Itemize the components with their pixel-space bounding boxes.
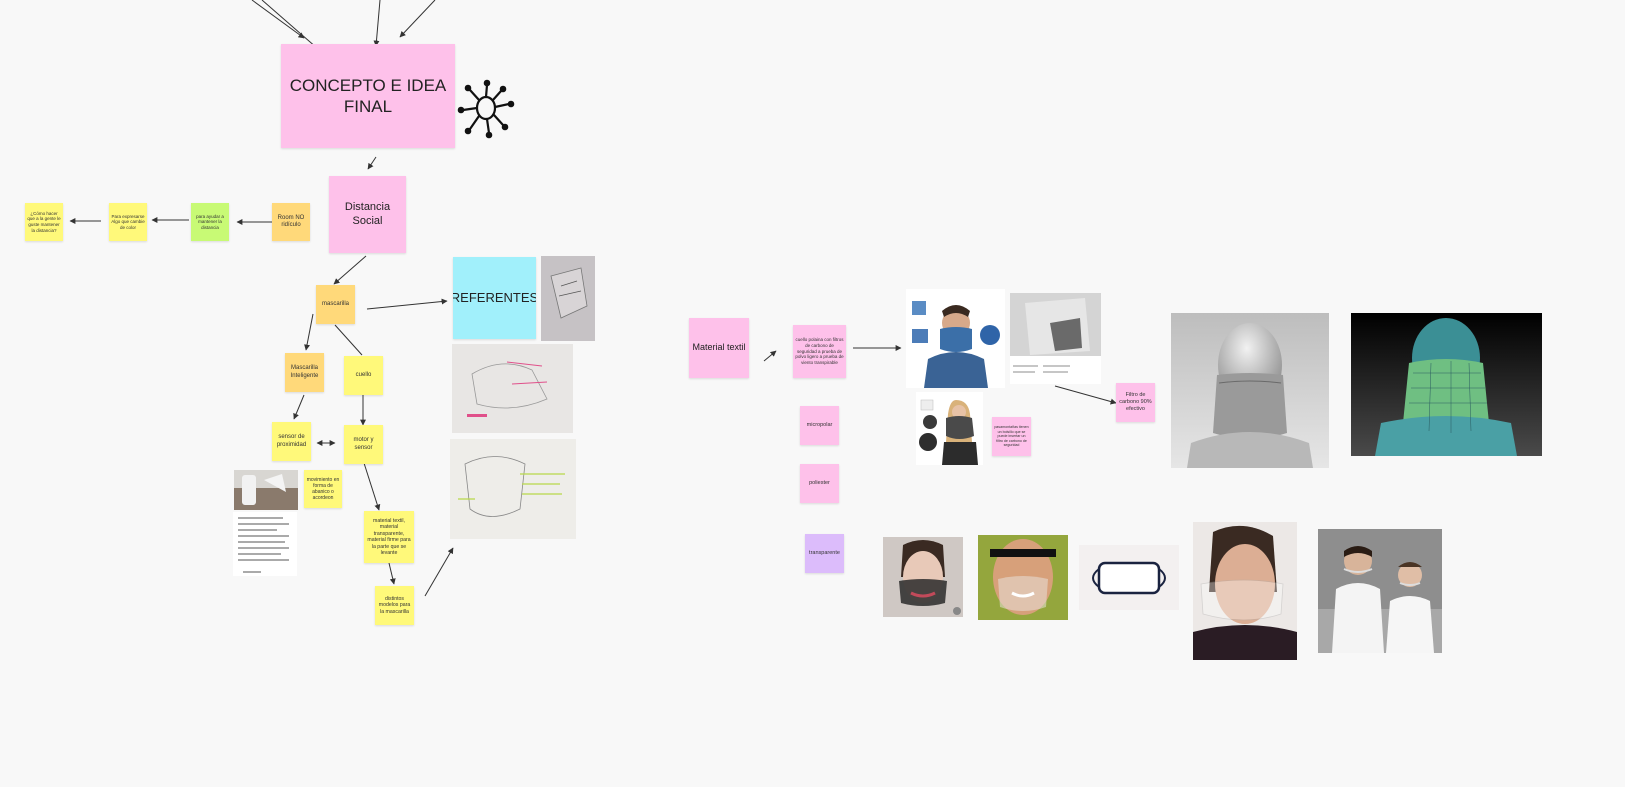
note-distintos[interactable]: distintos modelos para la mascarilla bbox=[375, 586, 414, 625]
note-sensor-proximidad[interactable]: sensor de proximidad bbox=[272, 422, 311, 461]
note-distancia[interactable]: Distancia Social bbox=[329, 176, 406, 253]
virus-icon[interactable] bbox=[457, 77, 515, 139]
note-cuello[interactable]: cuello bbox=[344, 356, 383, 395]
mannequin-head-mesh[interactable] bbox=[1351, 313, 1542, 456]
arrow bbox=[333, 255, 367, 285]
note-room[interactable]: Room NO ridículo bbox=[272, 203, 310, 241]
arrow bbox=[366, 298, 448, 310]
arrow bbox=[399, 0, 436, 38]
reference-sketch-photo-2[interactable] bbox=[452, 344, 573, 433]
arrow bbox=[367, 156, 377, 170]
arrow bbox=[251, 0, 305, 39]
face-shield-photo[interactable] bbox=[1193, 522, 1297, 660]
neck-gaiter-photo[interactable] bbox=[906, 289, 1005, 388]
note-cuello-polaina[interactable]: cuello polaina con filtros de carbono de… bbox=[793, 325, 846, 378]
arrow bbox=[304, 313, 314, 351]
arrow bbox=[363, 462, 381, 511]
woman-balaclava-photo[interactable] bbox=[916, 392, 983, 465]
note-movimiento[interactable]: movimiento en forma de abanico o acordeo… bbox=[304, 470, 342, 508]
arrow bbox=[373, 0, 381, 47]
filter-fabric-photo[interactable] bbox=[1010, 293, 1101, 384]
transparent-mask-photo-1[interactable] bbox=[883, 537, 963, 617]
note-filtro[interactable]: Filtro de carbono 90% efectivo bbox=[1116, 383, 1155, 422]
arrow bbox=[1054, 385, 1117, 405]
reference-sketch-photo-1[interactable] bbox=[541, 256, 595, 341]
note-referentes[interactable]: REFERENTES bbox=[453, 257, 536, 339]
note-poliester[interactable]: poliester bbox=[800, 464, 839, 503]
chefs-shields-photo[interactable] bbox=[1318, 529, 1442, 653]
arrow bbox=[763, 350, 777, 362]
note-para-expresarse[interactable]: Para expresarse Algo que cambie de color bbox=[109, 203, 147, 241]
clear-mask-product-photo[interactable] bbox=[1079, 545, 1179, 610]
note-como[interactable]: ¿Cómo hacer que a la gente le guste mant… bbox=[25, 203, 63, 241]
document-thumbnail[interactable] bbox=[233, 512, 297, 576]
note-micropolar[interactable]: micropolar bbox=[800, 406, 839, 445]
note-concepto[interactable]: CONCEPTO E IDEA FINAL bbox=[281, 44, 455, 148]
note-mascarilla[interactable]: mascarilla bbox=[316, 285, 355, 324]
note-material[interactable]: material textil, material transparente, … bbox=[364, 511, 414, 563]
arrow bbox=[424, 547, 454, 597]
transparent-mask-photo-2[interactable] bbox=[978, 535, 1068, 620]
note-para-ayudar[interactable]: para ayudar a mantener la distancia bbox=[191, 203, 229, 241]
note-motor-sensor[interactable]: motor y sensor bbox=[344, 425, 383, 464]
note-pasamontanas[interactable]: pasamontañas tienen un bolsillo que se p… bbox=[992, 417, 1031, 456]
mechanism-photo[interactable] bbox=[234, 470, 298, 510]
arrow bbox=[388, 562, 396, 585]
note-mascarilla-inteligente[interactable]: Mascarilla Inteligente bbox=[285, 353, 324, 392]
note-transparente[interactable]: transparente bbox=[805, 534, 844, 573]
arrow bbox=[293, 394, 305, 420]
note-material-textil[interactable]: Material textil bbox=[689, 318, 749, 378]
mannequin-head-gray[interactable] bbox=[1171, 313, 1329, 468]
arrow bbox=[334, 324, 363, 356]
reference-sketch-photo-3[interactable] bbox=[450, 439, 576, 539]
